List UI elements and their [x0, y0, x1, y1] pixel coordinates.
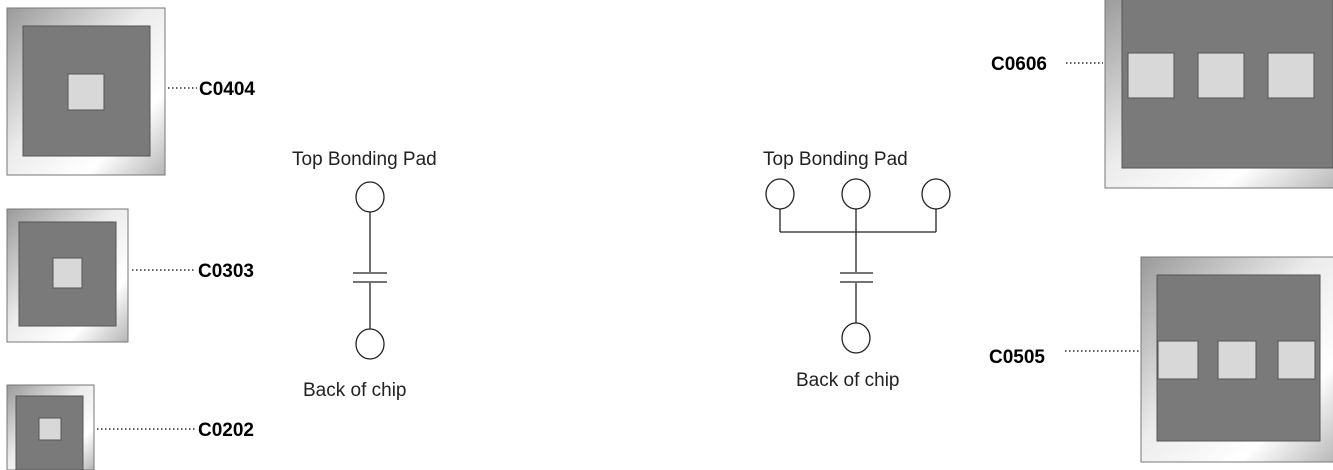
- bond-pad: [67, 73, 105, 111]
- top-pad-circle-left: [765, 178, 795, 210]
- bond-pad: [1127, 52, 1175, 99]
- bond-pad: [1267, 52, 1315, 99]
- back-pad-circle: [841, 322, 871, 354]
- bond-pad: [1277, 340, 1316, 380]
- chip-c0202: [6, 384, 95, 470]
- bond-pad: [52, 257, 83, 289]
- chip-c0606: [1104, 0, 1333, 189]
- top-pad-circle-right: [921, 178, 951, 210]
- chip-c0404: [6, 7, 166, 176]
- back-of-chip-label: Back of chip: [303, 380, 407, 401]
- top-bonding-pad-label: Top Bonding Pad: [292, 149, 437, 170]
- chip-c0303: [6, 208, 129, 343]
- bond-pad: [38, 417, 62, 441]
- bond-pad: [1197, 52, 1245, 99]
- back-pad-circle: [355, 328, 385, 360]
- bond-pad: [1217, 340, 1257, 380]
- top-pad-circle: [355, 181, 385, 213]
- top-bonding-pad-label: Top Bonding Pad: [763, 149, 908, 170]
- bond-pad: [1157, 340, 1199, 380]
- back-of-chip-label: Back of chip: [796, 370, 900, 391]
- chip-label-c0404: C0404: [199, 79, 255, 100]
- chip-label-c0303: C0303: [198, 261, 254, 282]
- schematic-triple-pad: Top Bonding Pad Back of chip: [763, 149, 951, 391]
- chip-label-c0202: C0202: [198, 420, 254, 441]
- chip-label-c0606: C0606: [991, 54, 1047, 75]
- schematic-single-pad: Top Bonding Pad Back of chip: [292, 149, 437, 401]
- chip-c0505: [1140, 256, 1333, 463]
- top-pad-circle-center: [841, 178, 871, 210]
- chip-label-c0505: C0505: [989, 347, 1045, 368]
